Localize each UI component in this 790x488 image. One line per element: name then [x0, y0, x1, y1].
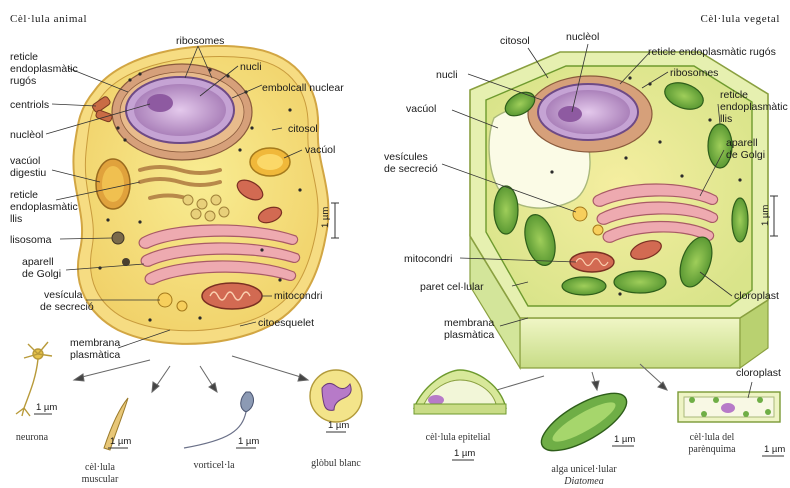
label-nucleolus-animal: nuclèol [10, 129, 43, 141]
caption-epithelial: cèl·lula epitelial [426, 432, 491, 443]
label-cytosol-animal: citosol [288, 123, 318, 135]
label-membrane-animal-2: plasmàtica [70, 349, 120, 361]
label-cytoskeleton: citoesquelet [258, 317, 314, 329]
plant-scale-label: 1 µm [760, 205, 771, 226]
plant-example-arrows [486, 364, 667, 395]
label-vacuole-plant: vacúol [406, 103, 436, 115]
neuron-scale: 1 µm [34, 402, 57, 414]
svg-text:1 µm: 1 µm [454, 448, 475, 459]
plant-secretion-vesicle [573, 207, 587, 221]
animal-example-arrows [74, 356, 308, 392]
label-rough-er-plant: reticle endoplasmàtic rugós [648, 46, 776, 58]
svg-text:1 µm: 1 µm [328, 420, 349, 431]
label-centrioles: centriols [10, 99, 49, 111]
animal-scale-label: 1 µm [320, 207, 331, 228]
label-smooth-er-animal-2: endoplasmàtic [10, 201, 78, 213]
label-lysosome: lisosoma [10, 234, 52, 246]
label-chloroplast: cloroplast [734, 290, 779, 302]
diatom-illustration [533, 382, 634, 461]
label-cytosol-plant: citosol [500, 35, 530, 47]
label-smooth-er-plant-1: reticle [720, 89, 748, 101]
label-mitochondrion-plant: mitocondri [404, 253, 452, 265]
label-secretion-vesicle-2: de secreció [40, 301, 94, 313]
svg-text:1 µm: 1 µm [764, 444, 785, 455]
animal-mitochondrion [202, 283, 262, 309]
label-golgi-animal-1: aparell [22, 256, 54, 268]
label-golgi-plant-2: de Golgi [726, 149, 765, 161]
parenchyma-scale: 1 µm [762, 444, 785, 456]
animal-secretion-vesicle [158, 293, 172, 307]
caption-diatom: alga unicel·lular [551, 464, 617, 475]
label-digestive-vacuole-2: digestiu [10, 167, 46, 179]
label-vacuole-animal: vacúol [305, 144, 335, 156]
vorticella-scale: 1 µm [236, 436, 259, 448]
caption-muscle-1: cèl·lula [85, 462, 116, 473]
svg-text:1 µm: 1 µm [238, 436, 259, 447]
label-membrane-plant-2: plasmàtica [444, 329, 494, 341]
plant-cell-title: Cèl·lula vegetal [700, 13, 780, 25]
label-secretion-vesicles-1: vesícules [384, 151, 428, 163]
epithelial-scale: 1 µm [452, 448, 475, 460]
label-digestive-vacuole-1: vacúol [10, 155, 40, 167]
label-smooth-er-animal-3: llis [10, 213, 22, 225]
label-nucleus-plant: nucli [436, 69, 458, 81]
label-secretion-vesicles-2: de secreció [384, 163, 438, 175]
plant-nucleolus [558, 106, 582, 122]
label-nucleus-animal: nucli [240, 61, 262, 73]
animal-cell-title: Cèl·lula animal [10, 13, 87, 25]
caption-white-blood-cell: glòbul blanc [311, 458, 361, 469]
animal-nucleus [134, 84, 226, 136]
label-nuclear-envelope: embolcall nuclear [262, 82, 344, 94]
label-golgi-animal-2: de Golgi [22, 268, 61, 280]
label-mitochondrion-animal: mitocondri [274, 290, 322, 302]
label-smooth-er-animal-1: reticle [10, 189, 38, 201]
label-cell-wall: paret cel·lular [420, 281, 484, 293]
epithelial-cell-illustration [414, 370, 506, 414]
animal-nucleolus [147, 94, 173, 112]
svg-text:1 µm: 1 µm [614, 434, 635, 445]
muscle-scale: 1 µm [108, 436, 131, 448]
caption-parenchyma-2: parènquima [688, 444, 736, 455]
svg-text:1 µm: 1 µm [36, 402, 57, 413]
label-ribosomes-animal: ribosomes [176, 35, 224, 47]
label-ribosomes-plant: ribosomes [670, 67, 718, 79]
plant-cell-wall-front [520, 318, 740, 368]
white-blood-cell-illustration [310, 370, 362, 422]
plant-cell: 1 µm citosol nuclèol reticle endoplasmàt… [384, 31, 788, 487]
svg-text:1 µm: 1 µm [110, 436, 131, 447]
label-membrane-animal-1: membrana [70, 337, 120, 349]
wbc-scale: 1 µm [326, 420, 349, 432]
label-smooth-er-plant-2: endoplasmàtic [720, 101, 788, 113]
animal-cell: 1 µm ribosomes reticle endoplasmàtic [10, 35, 362, 485]
label-smooth-er-plant-3: llis [720, 113, 732, 125]
caption-parenchyma-1: cèl·lula del [690, 432, 735, 443]
parenchyma-cell-illustration [678, 392, 780, 422]
caption-diatom-italic: Diatomea [563, 476, 603, 487]
label-secretion-vesicle-1: vesícula [44, 289, 83, 301]
caption-vorticella: vorticel·la [193, 460, 235, 471]
label-membrane-plant-1: membrana [444, 317, 494, 329]
label-rough-er-animal-3: rugós [10, 75, 36, 87]
label-nucleolus-plant: nuclèol [566, 31, 599, 43]
animal-lysosome [112, 232, 124, 244]
label-golgi-plant-1: aparell [726, 137, 758, 149]
label-chloroplast-parenchyma: cloroplast [736, 367, 781, 379]
label-rough-er-animal-2: endoplasmàtic [10, 63, 78, 75]
caption-muscle-2: muscular [82, 474, 119, 485]
label-rough-er-animal-1: reticle [10, 51, 38, 63]
caption-neuron: neurona [16, 432, 49, 443]
diatom-scale: 1 µm [612, 434, 635, 446]
